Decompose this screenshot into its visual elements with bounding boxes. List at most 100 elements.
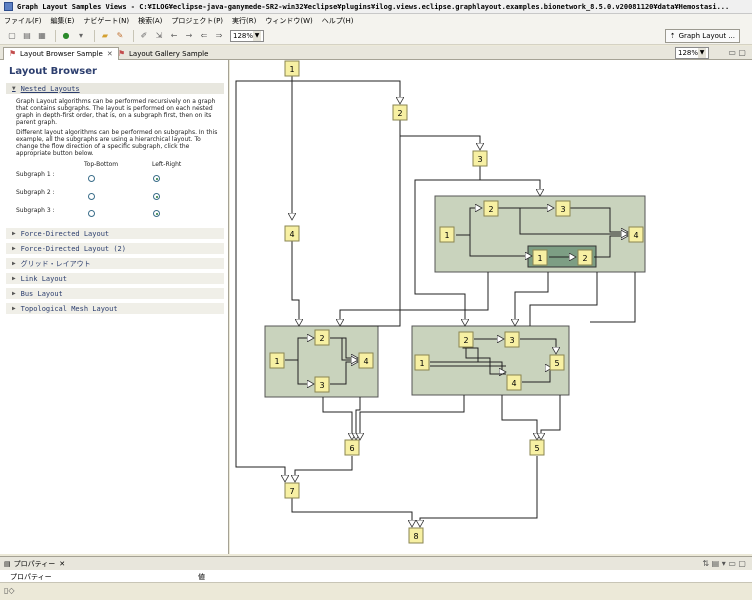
tab-label: Layout Gallery Sample — [129, 49, 209, 58]
menu-navigate[interactable]: ナビゲート(N) — [83, 16, 130, 25]
canvas-zoom-select[interactable]: 128% ▼ — [675, 47, 709, 59]
dropdown-icon[interactable]: ▾ — [78, 31, 83, 40]
tab-layout-gallery[interactable]: ⚑ Layout Gallery Sample — [113, 47, 213, 60]
section-force-directed-2[interactable]: ▶ Force-Directed Layout (2) — [6, 243, 224, 254]
graph-canvas[interactable]: 1 2 3 4 6 5 7 8 1 2 3 4 1 2 1 2 3 4 1 2 … — [230, 60, 752, 554]
links — [235, 76, 636, 527]
svg-text:7: 7 — [289, 487, 294, 496]
tab-label: Layout Browser Sample — [20, 50, 103, 58]
prev-icon[interactable]: ⇐ — [200, 31, 208, 40]
subgraph-2-top-bottom-radio[interactable] — [88, 193, 95, 200]
sg3-node-1[interactable]: 1 — [414, 354, 430, 371]
title-bar: Graph Layout Samples Views - C:¥ILOG¥ecl… — [0, 0, 752, 14]
sg3-node-5[interactable]: 5 — [549, 354, 565, 371]
section-label: Nested Layouts — [20, 84, 80, 93]
subgraph-1-left-right-radio[interactable] — [153, 175, 160, 182]
save-icon[interactable]: ▤ — [23, 31, 31, 40]
node-4[interactable]: 4 — [284, 225, 300, 242]
subgraph-3-top-bottom-radio[interactable] — [88, 210, 95, 217]
section-topological-mesh[interactable]: ▶ Topological Mesh Layout — [6, 303, 224, 314]
menu-project[interactable]: プロジェクト(P) — [171, 16, 224, 25]
status-bar: ▯◇ — [0, 582, 752, 600]
subgraph-2-left-right-radio[interactable] — [153, 193, 160, 200]
section-label: Link Layout — [20, 274, 67, 283]
subgraph-2-label: Subgraph 2 : — [16, 189, 55, 196]
svg-text:3: 3 — [477, 155, 482, 164]
view-controls-icon[interactable]: ▭ ▢ — [728, 48, 746, 57]
svg-text:8: 8 — [413, 532, 418, 541]
subgraph-1-top-bottom-radio[interactable] — [88, 175, 95, 182]
edit-icon[interactable]: ✐ — [140, 31, 148, 40]
menu-help[interactable]: ヘルプ(H) — [321, 16, 354, 25]
svg-text:1: 1 — [444, 231, 449, 240]
svg-text:1: 1 — [419, 359, 424, 368]
sg3-node-4[interactable]: 4 — [506, 374, 522, 391]
collapsed-twisty-icon: ▶ — [12, 230, 16, 237]
svg-text:4: 4 — [633, 231, 638, 240]
sg1-node-4[interactable]: 4 — [628, 226, 644, 243]
sg2-node-1[interactable]: 1 — [269, 352, 285, 369]
svg-text:4: 4 — [289, 230, 294, 239]
new-icon[interactable]: ▢ — [8, 31, 16, 40]
toolbar-separator — [94, 29, 95, 42]
section-nested-layouts[interactable]: ▼ Nested Layouts — [6, 83, 224, 94]
section-bus-layout[interactable]: ▶ Bus Layout — [6, 288, 224, 299]
sg3-node-2[interactable]: 2 — [458, 331, 474, 348]
perspective-button[interactable]: ⇡ Graph Layout ... — [664, 29, 740, 43]
nav-icon[interactable]: ⇲ — [155, 31, 163, 40]
properties-tab-bar: ▤ プロパティー ✕ ⇅ ▤ ▾ ▭ ▢ — [0, 556, 752, 570]
section-link-layout[interactable]: ▶ Link Layout — [6, 273, 224, 284]
menu-run[interactable]: 実行(R) — [232, 16, 257, 25]
collapsed-twisty-icon: ▶ — [12, 260, 16, 267]
node-5[interactable]: 5 — [529, 439, 545, 456]
node-3[interactable]: 3 — [472, 150, 488, 167]
menu-search[interactable]: 検索(A) — [138, 16, 163, 25]
sg2-node-3[interactable]: 3 — [314, 376, 330, 393]
svg-text:3: 3 — [319, 381, 324, 390]
subgraph-3-left-right-radio[interactable] — [153, 210, 160, 217]
menu-file[interactable]: ファイル(F) — [4, 16, 42, 25]
svg-text:2: 2 — [397, 109, 402, 118]
tab-properties[interactable]: プロパティー — [13, 559, 56, 568]
sample-icon: ⚑ — [9, 49, 17, 58]
expanded-twisty-icon: ▼ — [12, 85, 16, 92]
node-7[interactable]: 7 — [284, 482, 300, 499]
section-label: Force-Directed Layout (2) — [20, 244, 126, 253]
sg1-node-3[interactable]: 3 — [555, 200, 571, 217]
close-icon[interactable]: ✕ — [59, 559, 66, 568]
node-8[interactable]: 8 — [408, 527, 424, 544]
close-icon[interactable]: ✕ — [106, 50, 113, 58]
open-folder-icon[interactable]: ▰ — [101, 31, 109, 40]
node-6[interactable]: 6 — [344, 439, 360, 456]
menu-window[interactable]: ウィンドウ(W) — [265, 16, 313, 25]
svg-text:5: 5 — [534, 444, 539, 453]
section-label: Bus Layout — [20, 289, 63, 298]
collapsed-twisty-icon: ▶ — [12, 290, 16, 297]
node-2[interactable]: 2 — [392, 104, 408, 121]
print-icon[interactable]: ▦ — [38, 31, 46, 40]
pen-icon[interactable]: ✎ — [116, 31, 124, 40]
sg2-node-2[interactable]: 2 — [314, 329, 330, 346]
menu-edit[interactable]: 編集(E) — [50, 16, 75, 25]
sg1-node-1[interactable]: 1 — [439, 226, 455, 243]
sg3-node-3[interactable]: 3 — [504, 331, 520, 348]
next-icon[interactable]: ⇒ — [215, 31, 223, 40]
forward-icon[interactable]: → — [185, 31, 193, 40]
sg1-inner-node-1[interactable]: 1 — [532, 249, 548, 266]
zoom-select[interactable]: 128% ▼ — [230, 29, 264, 42]
section-label: Force-Directed Layout — [20, 229, 110, 238]
perspective-label: Graph Layout ... — [678, 32, 735, 40]
node-1[interactable]: 1 — [284, 60, 300, 77]
description-1: Graph Layout algorithms can be performed… — [16, 98, 216, 126]
sg1-inner-node-2[interactable]: 2 — [577, 249, 593, 266]
section-force-directed[interactable]: ▶ Force-Directed Layout — [6, 228, 224, 239]
view-controls-icon[interactable]: ⇅ ▤ ▾ ▭ ▢ — [702, 559, 746, 568]
run-icon[interactable]: ● — [62, 31, 70, 40]
collapsed-twisty-icon: ▶ — [12, 275, 16, 282]
column-left-right: Left-Right — [152, 161, 182, 168]
tab-layout-browser[interactable]: ⚑ Layout Browser Sample ✕ — [3, 47, 119, 60]
section-grid-layout[interactable]: ▶ グリッド・レイアウト — [6, 258, 224, 269]
back-icon[interactable]: ← — [170, 31, 178, 40]
sg1-node-2[interactable]: 2 — [483, 200, 499, 217]
sg2-node-4[interactable]: 4 — [358, 352, 374, 369]
